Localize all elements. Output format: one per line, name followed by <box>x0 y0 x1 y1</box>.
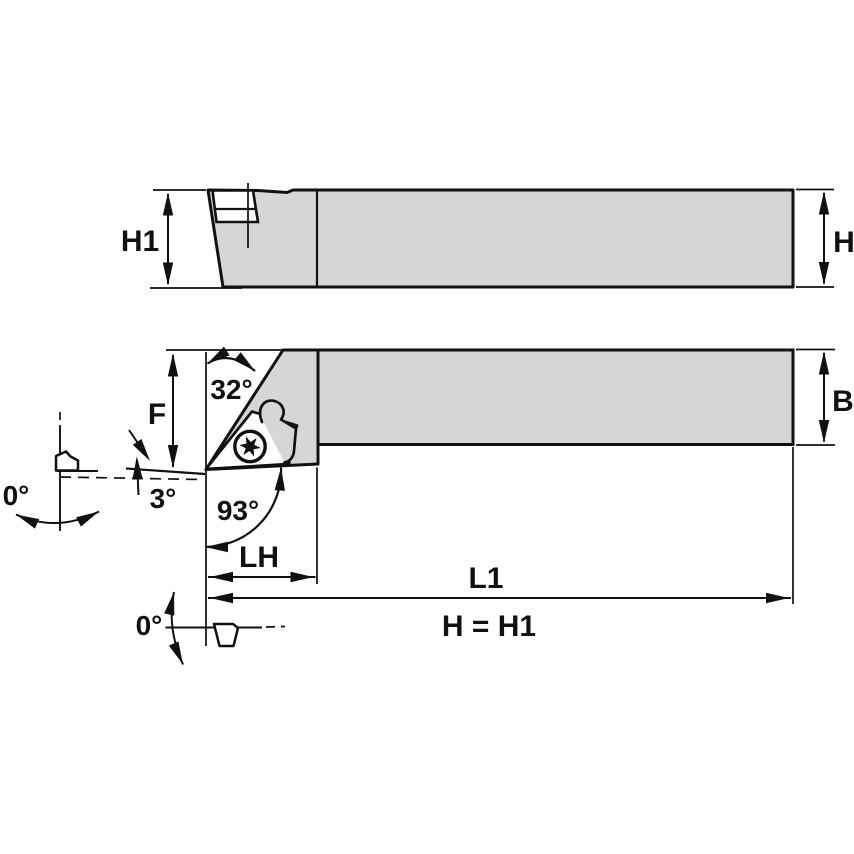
side-clearance-detail: 0° <box>3 412 102 531</box>
arrow-right <box>766 592 789 604</box>
insert-edge-profile <box>54 450 80 472</box>
label-f: F <box>148 398 166 431</box>
arrow <box>164 590 180 616</box>
arrow <box>205 541 228 553</box>
arrow-down <box>167 445 179 468</box>
label-b: B <box>832 385 854 418</box>
arrow-up <box>818 351 830 375</box>
label-h-equals-h1: H = H1 <box>442 610 536 643</box>
axis-centerline <box>59 476 202 481</box>
plan-view-shank <box>316 348 795 446</box>
label-32deg: 32° <box>210 374 252 405</box>
arrow <box>76 506 102 527</box>
f-dimension: F <box>148 353 179 468</box>
arrow-down <box>818 262 830 285</box>
arrow-up <box>162 192 174 216</box>
label-l1: L1 <box>468 562 503 595</box>
h-dimension: H <box>796 188 854 288</box>
insert-front-profile <box>212 622 240 648</box>
pocket-wall-fill <box>261 401 299 462</box>
screw-ring <box>233 429 267 464</box>
label-h1: H1 <box>121 225 159 258</box>
label-0deg-front: 0° <box>136 610 163 641</box>
arrow-down <box>818 420 830 443</box>
front-clearance-detail: 0° <box>136 590 286 667</box>
end-angle-callout: 3° <box>59 429 206 514</box>
arrow-up <box>167 353 179 377</box>
arrow-left <box>210 592 233 604</box>
h1-dimension: H1 <box>121 189 242 289</box>
lead-angle-callout: 93° <box>204 467 287 553</box>
label-93deg: 93° <box>217 495 259 526</box>
label-h: H <box>833 226 854 259</box>
shoulder-angle-callout: 32° <box>204 346 259 405</box>
insert-pocket-side <box>211 189 260 224</box>
arrow <box>168 641 188 667</box>
arrow <box>13 509 40 529</box>
arrow <box>274 467 287 491</box>
label-0deg-side: 0° <box>3 480 30 511</box>
l1-dimension: L1 <box>208 447 794 604</box>
plan-view: B F 32° 3° <box>3 346 854 667</box>
label-3deg: 3° <box>150 483 177 514</box>
arrow-down <box>162 262 174 286</box>
pocket-wall-outline <box>258 399 298 464</box>
arrow-right <box>290 571 314 583</box>
centerline-dash <box>265 625 286 628</box>
arrow <box>234 352 259 375</box>
arrow-left <box>210 571 233 583</box>
side-view-body <box>206 188 795 289</box>
label-lh: LH <box>239 541 279 574</box>
side-view: H1 H <box>121 183 854 289</box>
torx-star <box>239 436 261 457</box>
arrow-up <box>818 191 830 215</box>
b-dimension: B <box>796 348 854 446</box>
lh-dimension: LH <box>208 467 318 584</box>
clamp-screw-icon <box>233 429 267 464</box>
